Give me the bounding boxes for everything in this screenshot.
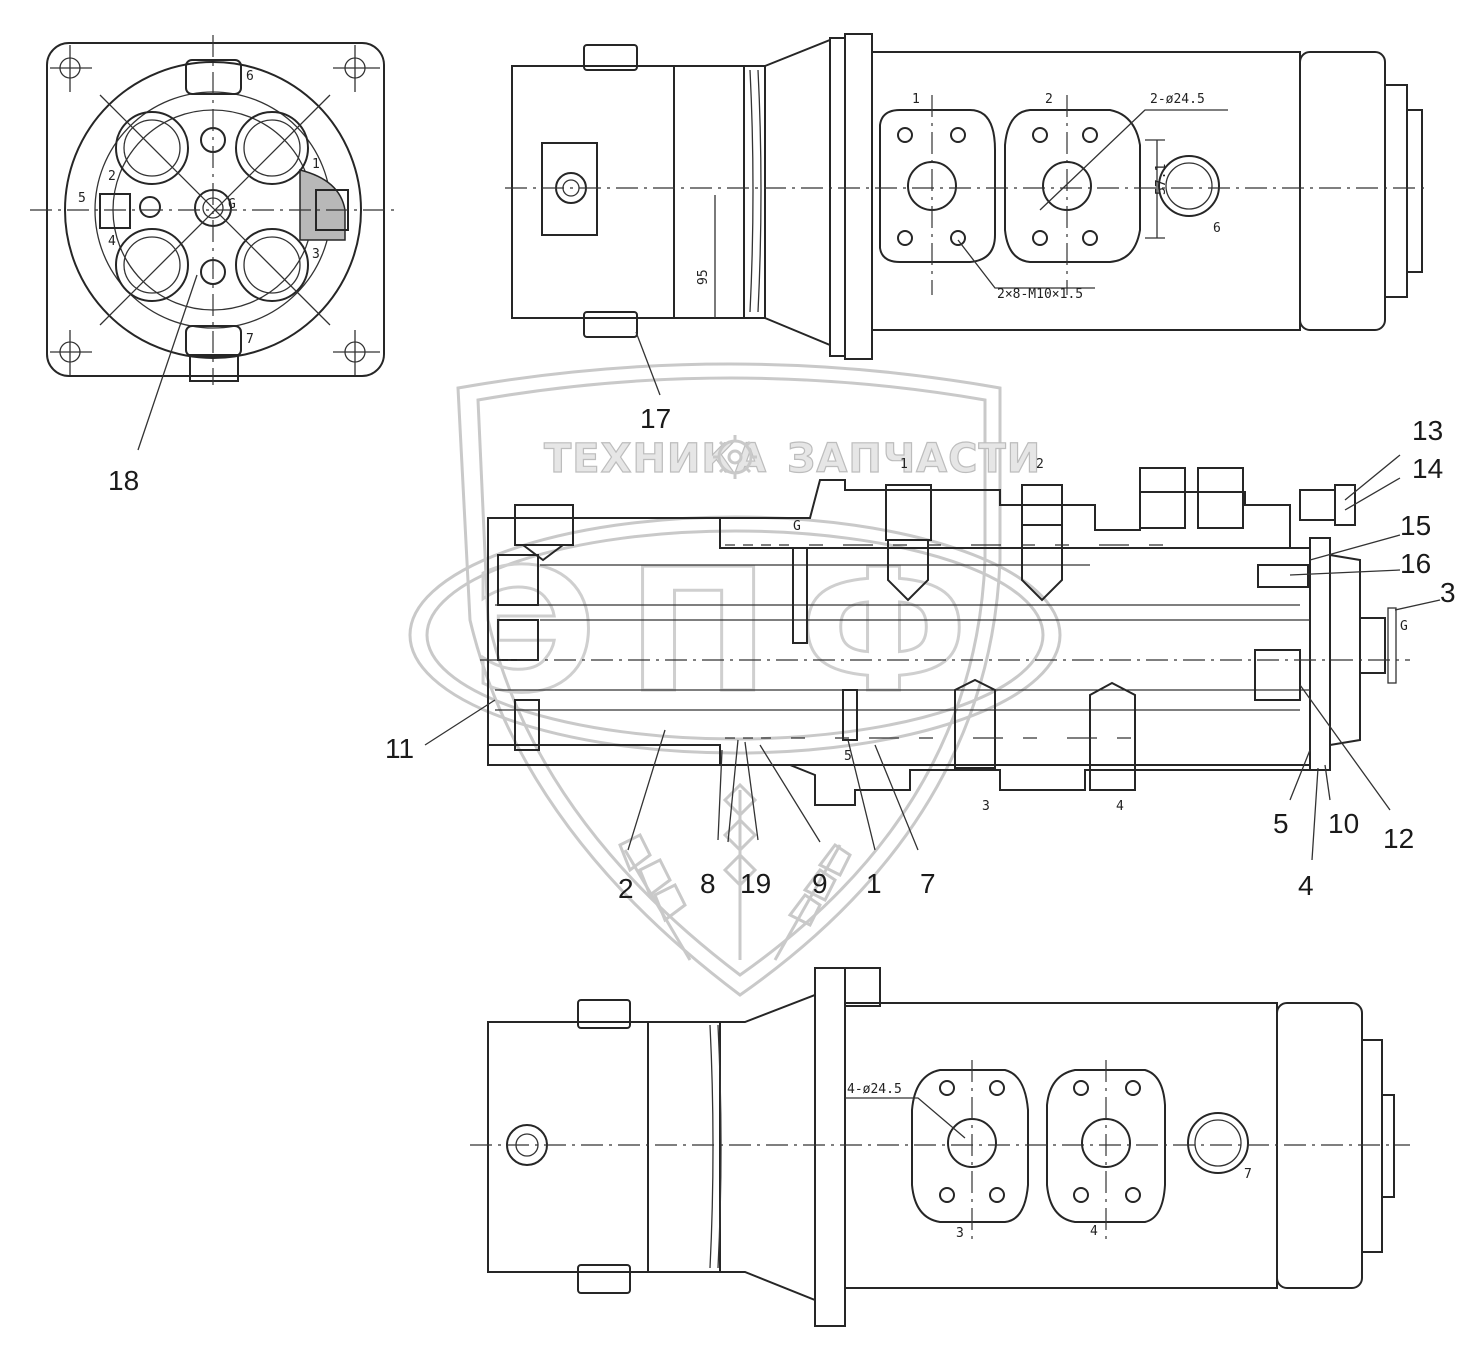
gear-icon <box>713 435 757 479</box>
section-port-label-g2: G <box>1400 619 1408 634</box>
end-port-label-6: 6 <box>246 69 254 84</box>
callout-12: 12 <box>1383 823 1414 854</box>
callout-17: 17 <box>640 403 671 434</box>
callout-10: 10 <box>1328 808 1359 839</box>
top-dim-95: 95 <box>696 269 711 285</box>
end-port-label-2: 2 <box>108 169 116 184</box>
callout-15: 15 <box>1400 510 1431 541</box>
top-port-label-6: 6 <box>1213 221 1221 236</box>
bottom-port-label-3: 3 <box>956 1226 964 1241</box>
section-port-label-1: 1 <box>900 457 908 472</box>
callout-1: 1 <box>866 868 882 899</box>
wheat-ears <box>618 782 852 961</box>
watermark-shield <box>456 362 1002 997</box>
end-view: 1 2 3 4 5 6 7 G 18 <box>30 35 395 496</box>
bottom-view: 4-ø24.5 3 4 7 <box>470 967 1410 1327</box>
section-view: 1 2 3 4 5 G G 13 14 15 16 3 11 2 8 19 9 … <box>385 415 1456 904</box>
watermark-brand-right: ЗАПЧАСТИ <box>787 436 1041 482</box>
callout-18: 18 <box>108 465 139 496</box>
top-port-label-2: 2 <box>1045 92 1053 107</box>
end-port-label-1: 1 <box>312 157 320 172</box>
bottom-dim-bore: 4-ø24.5 <box>847 1082 902 1097</box>
end-port-label-5: 5 <box>78 191 86 206</box>
callout-4: 4 <box>1298 870 1314 901</box>
end-port-label-g: G <box>228 197 236 212</box>
end-port-label-3: 3 <box>312 247 320 262</box>
top-view: 1 2 6 2-ø24.5 57.1 95 2×8-M10×1.5 17 <box>505 33 1430 434</box>
top-dim-57: 57.1 <box>1154 164 1169 195</box>
callout-14: 14 <box>1412 453 1443 484</box>
top-dim-thread: 2×8-M10×1.5 <box>997 287 1083 302</box>
watermark-logo-letters: ЭПФ <box>472 533 998 731</box>
callout-9: 9 <box>812 868 828 899</box>
bottom-port-label-4: 4 <box>1090 1224 1098 1239</box>
callout-11: 11 <box>385 733 414 764</box>
callout-5: 5 <box>1273 808 1289 839</box>
callout-8: 8 <box>700 868 716 899</box>
section-port-label-4: 4 <box>1116 799 1124 814</box>
callout-16: 16 <box>1400 548 1431 579</box>
callout-13: 13 <box>1412 415 1443 446</box>
end-view-body-circle <box>64 61 362 359</box>
callout-3: 3 <box>1440 577 1456 608</box>
section-port-label-2: 2 <box>1036 457 1044 472</box>
section-port-label-3: 3 <box>982 799 990 814</box>
bottom-port-label-7: 7 <box>1244 1167 1252 1182</box>
callout-7: 7 <box>920 868 936 899</box>
top-dim-bore: 2-ø24.5 <box>1150 92 1205 107</box>
end-port-label-7: 7 <box>246 332 254 347</box>
top-port-label-1: 1 <box>912 92 920 107</box>
section-port-label-g1: G <box>793 519 801 534</box>
watermark: ЭПФ ТЕХНИКА ЗАПЧАСТИ <box>408 362 1062 997</box>
callout-2: 2 <box>618 873 634 904</box>
end-port-label-4: 4 <box>108 234 116 249</box>
callout-19: 19 <box>740 868 771 899</box>
section-port-label-5: 5 <box>844 749 852 764</box>
